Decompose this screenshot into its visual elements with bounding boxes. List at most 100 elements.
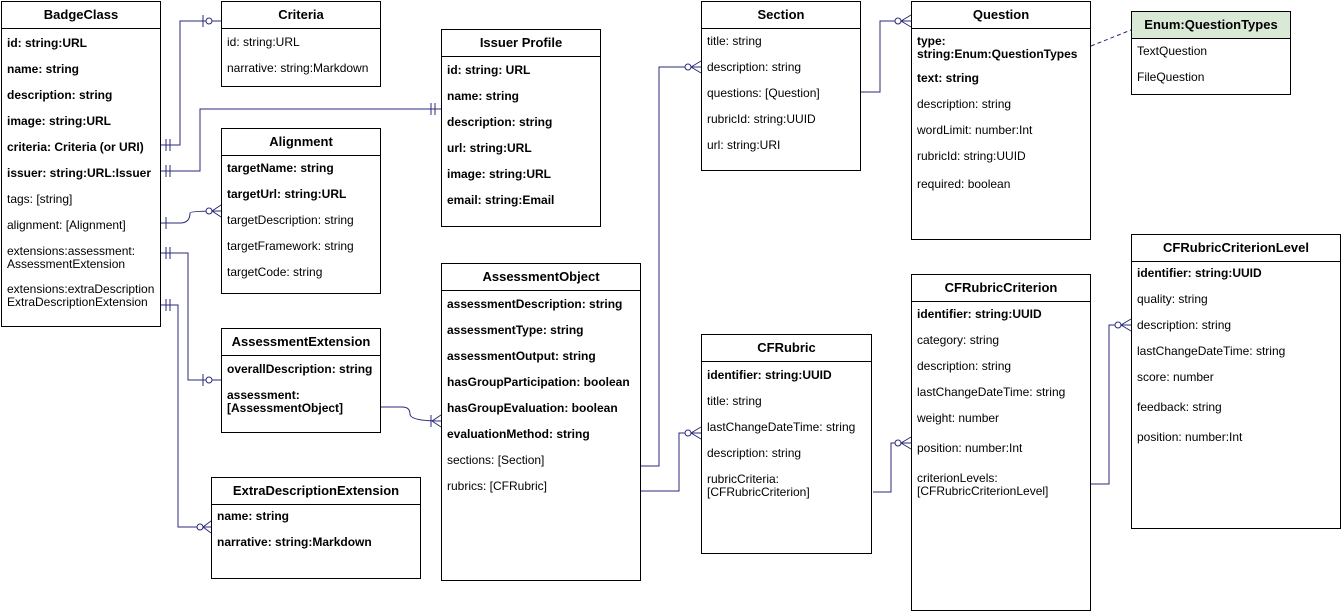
entity-attribute: score: number xyxy=(1137,370,1214,384)
entity-title: Enum:QuestionTypes xyxy=(1132,12,1290,39)
entity-attribute: lastChangeDateTime: string xyxy=(1137,344,1286,358)
entity-attribute: FileQuestion xyxy=(1137,70,1205,84)
criteria-link xyxy=(160,20,221,146)
entity-attribute: rubricId: string:UUID xyxy=(707,112,816,126)
entity-attribute: description: string xyxy=(7,88,113,102)
entity-attribute: targetUrl: string:URL xyxy=(227,187,347,201)
entity-attribute: targetCode: string xyxy=(227,265,323,279)
entity-title: BadgeClass xyxy=(2,2,160,29)
entity-cfrubriccriterion: CFRubricCriterion identifier: string:UUID… xyxy=(911,274,1091,611)
entity-attribute: id: string:URL xyxy=(7,36,87,50)
entity-attribute: identifier: string:UUID xyxy=(917,307,1042,321)
entity-attribute: id: string:URL xyxy=(227,35,300,49)
entity-attribute: name: string xyxy=(7,62,80,76)
entity-title: ExtraDescriptionExtension xyxy=(212,478,420,505)
entity-attribute: hasGroupParticipation: boolean xyxy=(447,375,630,389)
entity-attribute: title: string xyxy=(707,394,762,408)
entity-attribute: hasGroupEvaluation: boolean xyxy=(447,401,618,415)
entity-attribute: type:string:Enum:QuestionTypes xyxy=(917,34,1078,61)
entity-attribute: weight: number xyxy=(917,411,1000,425)
entity-attribute: description: string xyxy=(917,359,1012,373)
entity-attribute: url: string:URI xyxy=(707,138,781,152)
entity-attribute: sections: [Section] xyxy=(447,453,545,467)
entity-attribute: id: string: URL xyxy=(447,63,531,77)
entity-title: Criteria xyxy=(222,2,380,29)
entity-attribute: url: string:URL xyxy=(447,141,532,155)
entity-attribute: position: number:Int xyxy=(1137,430,1243,444)
entity-attribute: evaluationMethod: string xyxy=(447,427,590,441)
entity-attribute: assessmentType: string xyxy=(447,323,584,337)
entity-attribute: narrative: string:Markdown xyxy=(227,61,369,75)
entity-attribute: rubricCriteria:[CFRubricCriterion] xyxy=(707,472,810,499)
entity-attribute: identifier: string:UUID xyxy=(1137,266,1262,280)
entity-attribute: overallDescription: string xyxy=(227,362,373,376)
entity-attribute: lastChangeDateTime: string xyxy=(707,420,856,434)
entity-attribute: description: string xyxy=(707,60,802,74)
entity-attribute: required: boolean xyxy=(917,177,1011,191)
entity-title: Alignment xyxy=(222,129,380,156)
entity-attribute: rubricId: string:UUID xyxy=(917,149,1026,163)
entity-attribute: category: string xyxy=(917,333,1000,347)
alignment-link xyxy=(160,210,222,224)
entity-cfrubriccriterionlevel: CFRubricCriterionLevel identifier: string… xyxy=(1131,234,1341,529)
enum-link xyxy=(1090,29,1132,47)
entity-attribute: alignment: [Alignment] xyxy=(7,218,126,232)
criterion-levels-link xyxy=(1091,324,1131,485)
entity-attribute: feedback: string xyxy=(1137,400,1222,414)
entity-attribute: title: string xyxy=(707,34,762,48)
entity-assessmentobject: AssessmentObject assessmentDescription: s… xyxy=(441,263,641,581)
entity-assessmentextension: AssessmentExtension overallDescription: s… xyxy=(221,328,381,433)
entity-title: CFRubricCriterionLevel xyxy=(1132,235,1340,262)
entity-alignment: Alignment targetName: string targetUrl: st… xyxy=(221,128,381,294)
entity-attribute: TextQuestion xyxy=(1137,44,1208,58)
entity-attribute: targetName: string xyxy=(227,161,334,175)
entity-title: Issuer Profile xyxy=(442,30,600,57)
rubric-criteria-link xyxy=(873,442,911,493)
entity-attribute: lastChangeDateTime: string xyxy=(917,385,1066,399)
entity-attribute: description: string xyxy=(1137,318,1232,332)
entity-attribute: targetFramework: string xyxy=(227,239,354,253)
entity-attribute: targetDescription: string xyxy=(227,213,354,227)
entity-issuer-profile: Issuer Profile id: string: URL name: strin… xyxy=(441,29,601,227)
entity-attribute: assessmentDescription: string xyxy=(447,297,623,311)
entity-attribute: wordLimit: number:Int xyxy=(917,123,1033,137)
entity-attribute: description: string xyxy=(917,97,1012,111)
entity-attribute: image: string:URL xyxy=(7,114,112,128)
entity-extradescriptionextension: ExtraDescriptionExtension name: string nar… xyxy=(211,477,421,579)
entity-title: CFRubricCriterion xyxy=(912,275,1090,302)
entity-attribute: description: string xyxy=(707,446,802,460)
entity-attribute: email: string:Email xyxy=(447,193,555,207)
entity-attribute: image: string:URL xyxy=(447,167,552,181)
sections-link xyxy=(641,66,701,467)
assessment-object-link xyxy=(381,406,442,422)
entity-cfrubric: CFRubric identifier: string:UUID title: st… xyxy=(701,334,872,554)
entity-attribute: issuer: string:URL:Issuer xyxy=(7,166,152,180)
extra-description-link xyxy=(160,304,211,528)
entity-title: Question xyxy=(912,2,1090,29)
entity-attribute: tags: [string] xyxy=(7,192,73,206)
entity-attribute: questions: [Question] xyxy=(707,86,820,100)
entity-badgeclass: BadgeClass id: string:URL name: string desc… xyxy=(1,1,161,327)
entity-attribute: assessmentOutput: string xyxy=(447,349,596,363)
entity-attribute: name: string xyxy=(447,89,520,103)
entity-attribute: criteria: Criteria (or URI) xyxy=(7,140,144,154)
entity-attribute: description: string xyxy=(447,115,553,129)
entity-attribute: text: string xyxy=(917,71,980,85)
entity-attribute: rubrics: [CFRubric] xyxy=(447,479,548,493)
entity-attribute: name: string xyxy=(217,509,290,523)
entity-title: AssessmentExtension xyxy=(222,329,380,356)
entity-criteria: Criteria id: string:URL narrative: string:… xyxy=(221,1,381,87)
entity-attribute: narrative: string:Markdown xyxy=(217,535,372,549)
entity-attribute: identifier: string:UUID xyxy=(707,368,832,382)
entity-title: AssessmentObject xyxy=(442,264,640,291)
entity-attribute: extensions:assessment:AssessmentExtensio… xyxy=(7,244,136,271)
entity-attribute: quality: string xyxy=(1137,292,1208,306)
entity-title: CFRubric xyxy=(702,335,871,362)
entity-attribute: criterionLevels:[CFRubricCriterionLevel] xyxy=(917,471,1049,498)
entity-attribute: position: number:Int xyxy=(917,441,1023,455)
questions-link xyxy=(861,20,911,93)
